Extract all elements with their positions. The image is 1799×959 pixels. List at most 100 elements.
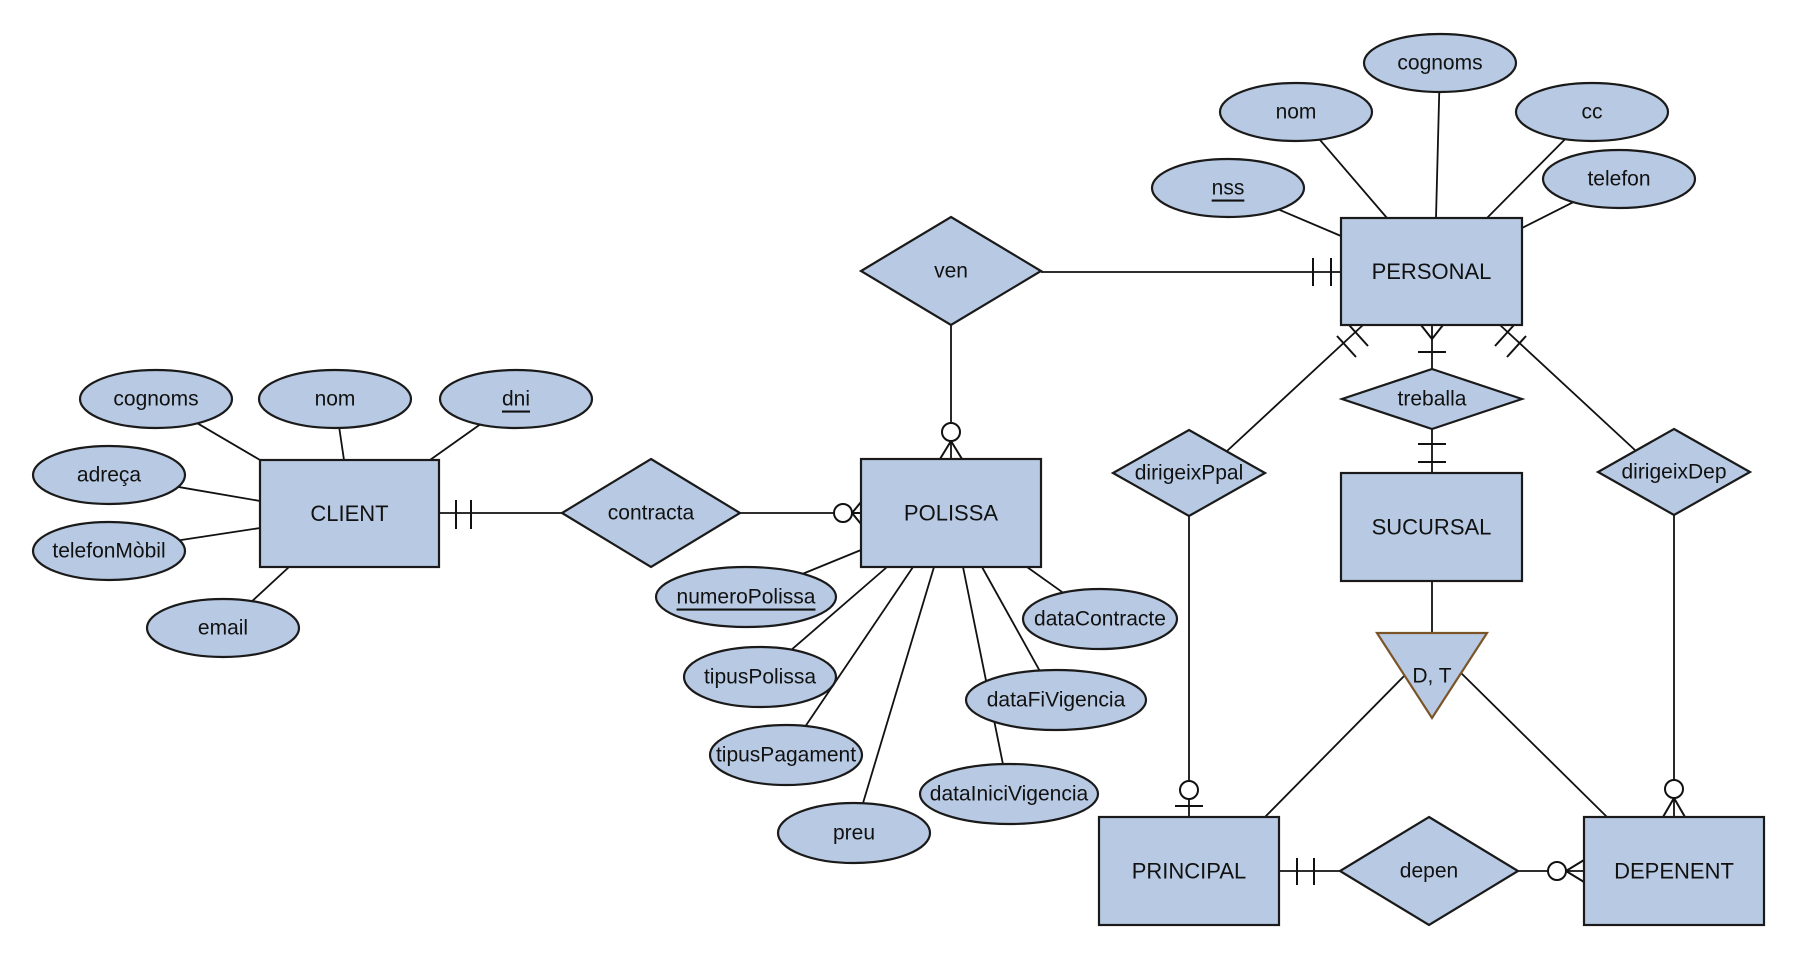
entity-box: [258, 458, 441, 569]
crows-foot-mark: [1420, 324, 1433, 340]
entity-box: [1339, 216, 1524, 327]
relationship-dirigeixppal[interactable]: dirigeixPpal: [1110, 428, 1268, 518]
attribute-ellipse: [776, 801, 932, 865]
specialization-disjoint-total[interactable]: D, T: [1374, 631, 1490, 721]
entity-principal[interactable]: PRINCIPAL: [1097, 815, 1281, 927]
crows-foot-mark: [1431, 324, 1444, 340]
attribute-polissa-tipuspolissa[interactable]: tipusPolissa: [682, 645, 838, 709]
crows-foot-mark: [851, 501, 862, 514]
zero-mark: [1179, 780, 1199, 800]
attribute-label: telefonMòbil: [52, 540, 165, 563]
entity-box: [1339, 471, 1524, 583]
attribute-ellipse: [31, 520, 187, 582]
client-attr-connector: [251, 566, 290, 602]
attribute-ellipse: [708, 723, 864, 787]
attribute-personal-cognoms[interactable]: cognoms: [1362, 32, 1518, 94]
personal-attr-connector: [1486, 138, 1566, 219]
one-and-only-one-mark: [1336, 335, 1357, 358]
attribute-polissa-datainicivigencia[interactable]: dataIniciVigencia: [918, 762, 1100, 826]
attribute-label: preu: [833, 822, 875, 845]
crows-foot-mark: [1565, 859, 1585, 872]
entity-box: [1582, 815, 1766, 927]
attribute-client-nom[interactable]: nom: [257, 368, 413, 430]
attribute-ellipse: [1362, 32, 1518, 94]
attribute-label: dataFiVigencia: [987, 689, 1126, 712]
entity-polissa[interactable]: POLISSA: [859, 457, 1043, 569]
entity-personal[interactable]: PERSONAL: [1339, 216, 1524, 327]
attribute-polissa-datacontracte[interactable]: dataContracte: [1021, 587, 1179, 651]
relationship-treballa[interactable]: treballa: [1338, 367, 1526, 431]
polissa-attr-connector: [790, 566, 888, 651]
relationship-diamond: [559, 457, 743, 569]
attribute-label: dataIniciVigencia: [930, 783, 1089, 806]
attribute-client-email[interactable]: email: [145, 597, 301, 659]
attribute-ellipse: [1150, 157, 1306, 219]
attribute-ellipse: [1514, 81, 1670, 143]
connector-layer: [178, 91, 1675, 872]
specialization-depenent-connector: [1454, 666, 1608, 818]
personal-attr-connector: [1318, 138, 1388, 219]
crows-foot-mark: [1673, 797, 1686, 818]
attribute-client-adreça[interactable]: adreça: [31, 444, 187, 506]
polissa-attr-connector: [1026, 566, 1064, 594]
attribute-label: tipusPolissa: [704, 666, 816, 689]
relationship-label: depen: [1400, 860, 1458, 883]
zero-mark: [1664, 779, 1684, 799]
attribute-polissa-datafivigencia[interactable]: dataFiVigencia: [964, 668, 1148, 732]
specialization-label: D, T: [1412, 665, 1451, 688]
client-attr-connector: [179, 527, 261, 542]
dirigeixDep-personal-connector: [1499, 324, 1637, 452]
relationship-contracta[interactable]: contracta: [559, 457, 743, 569]
attribute-label: nom: [1276, 101, 1317, 124]
attribute-label: adreça: [77, 464, 142, 487]
crows-foot-mark: [851, 512, 862, 525]
cardinality-layer: [455, 258, 1686, 885]
polissa-attr-connector: [804, 566, 914, 727]
relationship-diamond: [1337, 815, 1521, 927]
relationship-dirigeixdep[interactable]: dirigeixDep: [1595, 427, 1753, 517]
attribute-client-cognoms[interactable]: cognoms: [78, 368, 234, 430]
attribute-polissa-preu[interactable]: preu: [776, 801, 932, 865]
attribute-client-dni[interactable]: dni: [438, 368, 594, 430]
specialization-principal-connector: [1264, 669, 1411, 818]
dirigeixPpal-personal-connector: [1226, 324, 1364, 452]
attribute-ellipse: [31, 444, 187, 506]
zero-mark: [941, 422, 961, 442]
relationship-label: contracta: [608, 502, 695, 525]
entity-client[interactable]: CLIENT: [258, 458, 441, 569]
client-attr-connector: [429, 423, 481, 461]
zero-mark: [1547, 861, 1567, 881]
attribute-label: email: [198, 617, 248, 640]
attribute-ellipse: [1541, 148, 1697, 210]
relationship-depen[interactable]: depen: [1337, 815, 1521, 927]
attribute-label: telefon: [1587, 168, 1650, 191]
polissa-attr-connector: [981, 566, 1041, 671]
relationship-ven[interactable]: ven: [858, 215, 1044, 327]
entity-label: PERSONAL: [1372, 259, 1492, 284]
entity-label: PRINCIPAL: [1132, 859, 1247, 884]
specialization-triangle: [1374, 631, 1490, 721]
attribute-polissa-numeropolissa[interactable]: numeroPolissa: [654, 565, 838, 629]
entity-label: SUCURSAL: [1372, 515, 1492, 540]
attribute-personal-telefon[interactable]: telefon: [1541, 148, 1697, 210]
key-attribute-label: nss: [1212, 177, 1245, 200]
attribute-ellipse: [1218, 81, 1374, 143]
entity-depenent[interactable]: DEPENENT: [1582, 815, 1766, 927]
personal-attr-connector: [1521, 201, 1574, 229]
attribute-ellipse: [145, 597, 301, 659]
entity-sucursal[interactable]: SUCURSAL: [1339, 471, 1524, 583]
attribute-ellipse: [1021, 587, 1179, 651]
attribute-ellipse: [682, 645, 838, 709]
client-attr-connector: [338, 427, 345, 461]
attribute-client-telefonmòbil[interactable]: telefonMòbil: [31, 520, 187, 582]
attribute-personal-nom[interactable]: nom: [1218, 81, 1374, 143]
attribute-personal-cc[interactable]: cc: [1514, 81, 1670, 143]
relationship-label: treballa: [1398, 388, 1467, 411]
attribute-personal-nss[interactable]: nss: [1150, 157, 1306, 219]
entity-label: DEPENENT: [1614, 859, 1734, 884]
relationship-label: dirigeixDep: [1621, 461, 1726, 484]
attribute-polissa-tipuspagament[interactable]: tipusPagament: [708, 723, 864, 787]
zero-mark: [833, 503, 853, 523]
